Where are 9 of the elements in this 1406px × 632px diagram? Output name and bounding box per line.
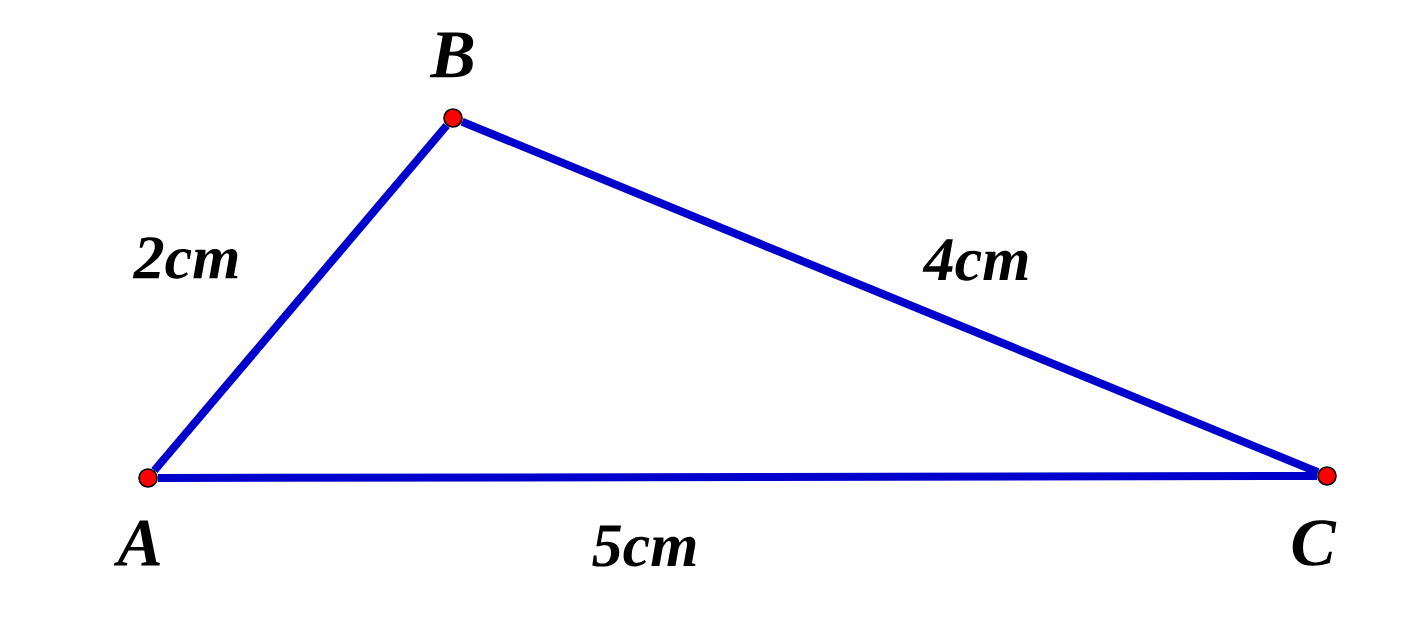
point-label: A xyxy=(113,520,160,566)
length-label: 5cm xyxy=(592,525,696,567)
line-segment xyxy=(157,472,1318,482)
length-label: 2cm xyxy=(132,237,238,279)
line-segment xyxy=(460,118,1320,476)
line-segment xyxy=(151,122,450,474)
point-label: C xyxy=(1292,520,1337,566)
point-label: B xyxy=(429,32,474,78)
length-label: 4cm xyxy=(922,239,1028,281)
